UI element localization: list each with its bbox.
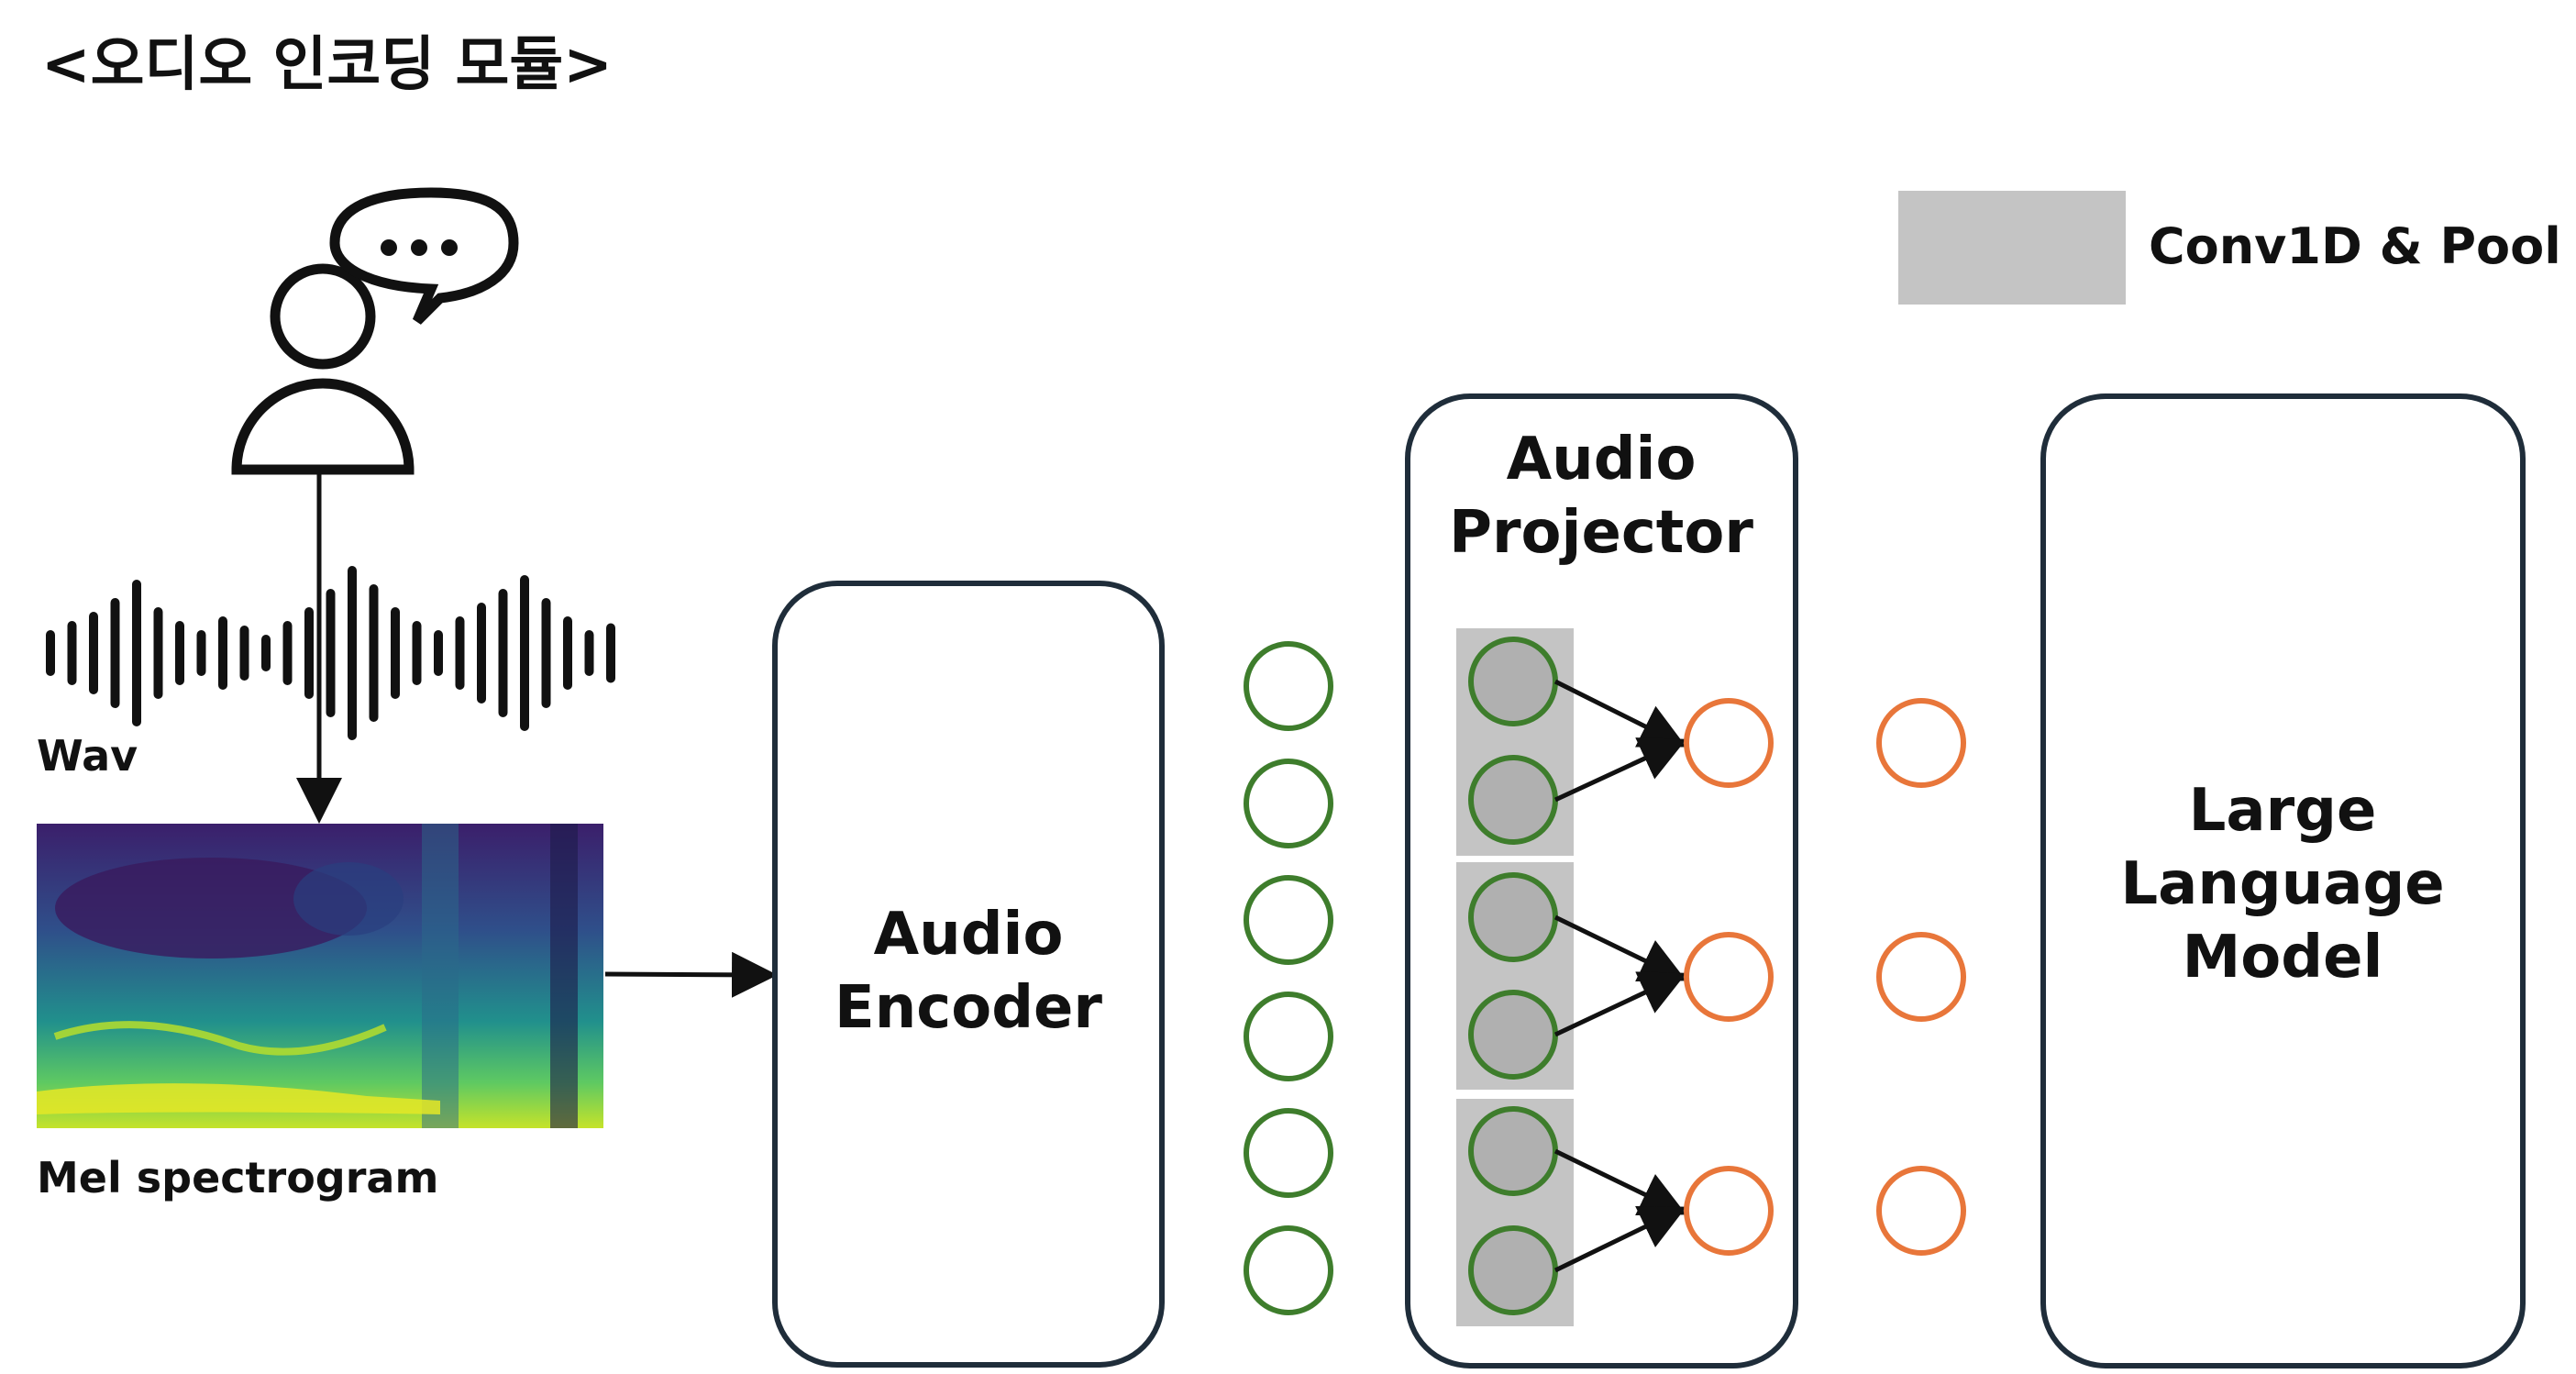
mel-label: Mel spectrogram	[37, 1153, 438, 1202]
pool-arrow	[1553, 737, 1687, 803]
encoder-label-line2: Encoder	[835, 974, 1102, 1042]
mel-spectrogram-image	[37, 824, 603, 1128]
projector-conv-groups	[1456, 628, 1774, 1326]
projector-output-token	[1684, 932, 1774, 1022]
pool-arrow	[1553, 1148, 1686, 1216]
llm-box	[2040, 393, 2526, 1368]
diagram-title: <오디오 인코딩 모듈>	[41, 31, 613, 99]
llm-label-line3: Model	[2183, 924, 2383, 992]
encoder-token	[1244, 1225, 1333, 1315]
projector-input-token	[1468, 990, 1558, 1080]
audio-encoder-box	[772, 581, 1165, 1368]
legend-label: Conv1D & Pool	[2149, 217, 2561, 275]
encoder-label-line1: Audio	[874, 901, 1064, 969]
projector-input-token	[1468, 637, 1558, 726]
wav-label: Wav	[37, 731, 138, 781]
llm-label-line2: Language	[2120, 850, 2444, 918]
encoder-token	[1244, 992, 1333, 1081]
projector-input-token	[1468, 872, 1558, 962]
pool-arrow	[1553, 971, 1687, 1037]
projected-token-column	[1876, 698, 1966, 1256]
projector-label-line1: Audio	[1507, 426, 1697, 493]
encoder-token	[1244, 641, 1333, 731]
llm-label-line1: Large	[2189, 777, 2377, 845]
projector-output-token	[1684, 1166, 1774, 1256]
projected-token	[1876, 698, 1966, 788]
pool-arrow	[1553, 914, 1686, 982]
encoder-token	[1244, 759, 1333, 848]
projected-token	[1876, 932, 1966, 1022]
projector-output-token	[1684, 698, 1774, 788]
pool-arrow	[1553, 1205, 1686, 1273]
projector-input-token	[1468, 755, 1558, 845]
speech-dots	[381, 239, 458, 256]
arrow-to-encoder	[604, 951, 778, 998]
projected-token	[1876, 1166, 1966, 1256]
encoder-token-column	[1244, 641, 1333, 1315]
legend-swatch	[1898, 191, 2126, 305]
projector-input-token	[1468, 1225, 1558, 1315]
projector-label-line2: Projector	[1449, 499, 1753, 567]
encoder-token	[1244, 875, 1333, 965]
person-speaking-icon	[231, 187, 519, 475]
projector-input-token	[1468, 1106, 1558, 1196]
sound-wave-icon	[46, 566, 615, 740]
pool-arrow	[1553, 679, 1686, 748]
encoder-token	[1244, 1108, 1333, 1198]
